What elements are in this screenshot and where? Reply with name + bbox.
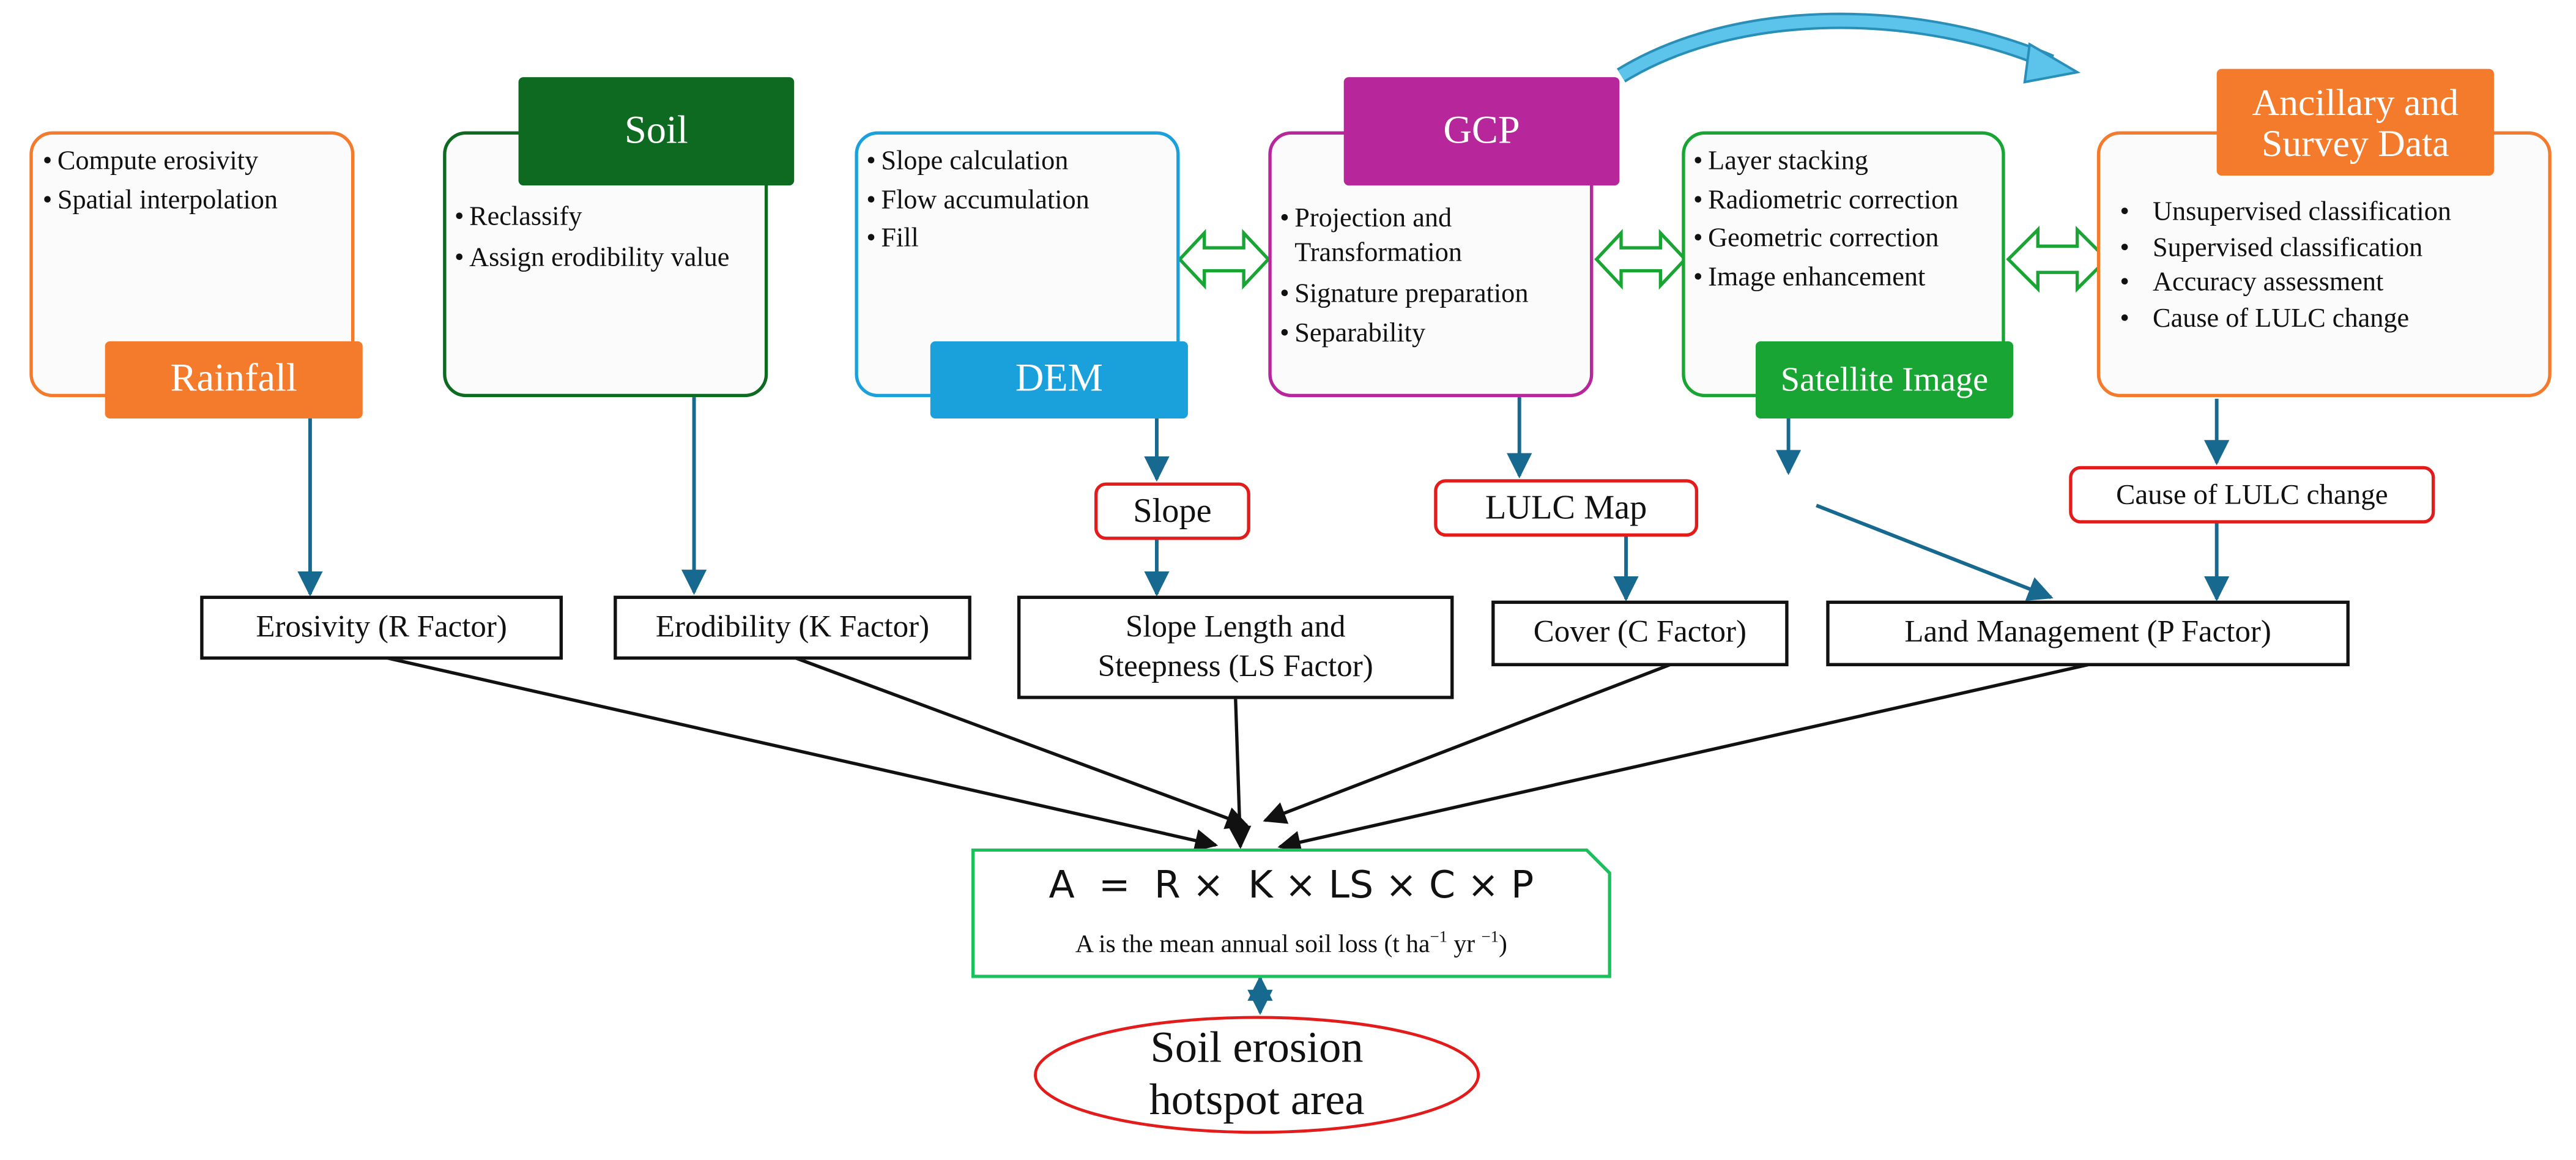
dem-steps: Slope calculation Flow accumulation Fill (866, 141, 1171, 257)
arrow-p-equation (1277, 663, 2090, 853)
arrow-c-equation (1263, 663, 1671, 824)
satellite-step: Layer stacking (1693, 141, 2002, 180)
dem-step: Slope calculation (866, 141, 1171, 180)
ancillary-step: Supervised classification (2120, 229, 2543, 264)
soil-step: Assign erodibility value (455, 240, 750, 273)
equation-close: ) (1499, 931, 1507, 959)
ls-factor-box: Slope Length and Steepness (LS Factor) (1017, 595, 1454, 699)
arrow-k-equation (795, 656, 1249, 829)
equation-frame (971, 848, 1611, 978)
arrow-ls-equation (1228, 697, 1252, 849)
double-arrow-gcp-satellite (1594, 229, 1688, 290)
rainfall-header: Rainfall (105, 341, 363, 418)
dem-step: Flow accumulation (866, 180, 1171, 218)
output-label: Soil erosion hotspot area (1149, 1022, 1365, 1125)
p-factor-box: Land Management (P Factor) (1826, 600, 2350, 666)
double-arrow-satellite-ancillary (2006, 226, 2109, 293)
equation-sup2: −1 (1481, 929, 1499, 947)
slope-node: Slope (1094, 482, 1250, 540)
dem-step: Fill (866, 218, 1171, 257)
rainfall-step: Spatial interpolation (43, 180, 348, 218)
ancillary-step: Accuracy assessment (2120, 264, 2543, 300)
output-ellipse (1034, 1016, 1480, 1134)
ancillary-step: Unsupervised classification (2120, 193, 2543, 229)
equation-description: A is the mean annual soil loss (t ha−1 y… (971, 929, 1611, 960)
gcp-step: Projection and Transformation (1280, 200, 1588, 269)
gcp-step: Separability (1280, 313, 1588, 351)
soil-steps: Reclassify Assign erodibility value (455, 197, 750, 273)
gcp-header: GCP (1343, 77, 1620, 186)
arrow-r-equation (387, 656, 1219, 852)
soil-header: Soil (518, 77, 795, 186)
double-arrow-dem-gcp (1177, 229, 1271, 290)
c-factor-box: Cover (C Factor) (1491, 600, 1789, 666)
ancillary-header: Ancillary and Survey Data (2216, 69, 2494, 176)
gcp-step: Signature preparation (1280, 274, 1588, 313)
satellite-step: Geometric correction (1693, 218, 2002, 257)
lulc-map-node: LULC Map (1434, 479, 1699, 537)
equation-unit-mid: yr (1447, 931, 1482, 959)
equation-formula: A = R × K × LS × C × P (1049, 864, 1534, 908)
rainfall-steps: Compute erosivity Spatial interpolation (43, 141, 348, 218)
rainfall-step: Compute erosivity (43, 141, 348, 180)
equation-sup1: −1 (1430, 929, 1448, 947)
curved-arrow-head (2023, 42, 2081, 84)
satellite-header: Satellite Image (1755, 341, 2014, 418)
ancillary-step: Cause of LULC change (2120, 300, 2543, 335)
gcp-steps: Projection and Transformation Signature … (1280, 200, 1588, 351)
satellite-steps: Layer stacking Radiometric correction Ge… (1693, 141, 2002, 296)
equation-description-text: A is the mean annual soil loss (t ha (1075, 931, 1430, 959)
ancillary-steps: Unsupervised classification Supervised c… (2120, 193, 2543, 335)
cause-lulc-node: Cause of LULC change (2069, 466, 2435, 524)
arrow-diag-p (1816, 504, 2054, 601)
satellite-step: Radiometric correction (1693, 180, 2002, 218)
r-factor-box: Erosivity (R Factor) (200, 595, 563, 660)
soil-step: Reclassify (455, 197, 750, 236)
k-factor-box: Erodibility (K Factor) (614, 595, 971, 660)
dem-header: DEM (930, 341, 1188, 418)
satellite-step: Image enhancement (1693, 257, 2002, 296)
